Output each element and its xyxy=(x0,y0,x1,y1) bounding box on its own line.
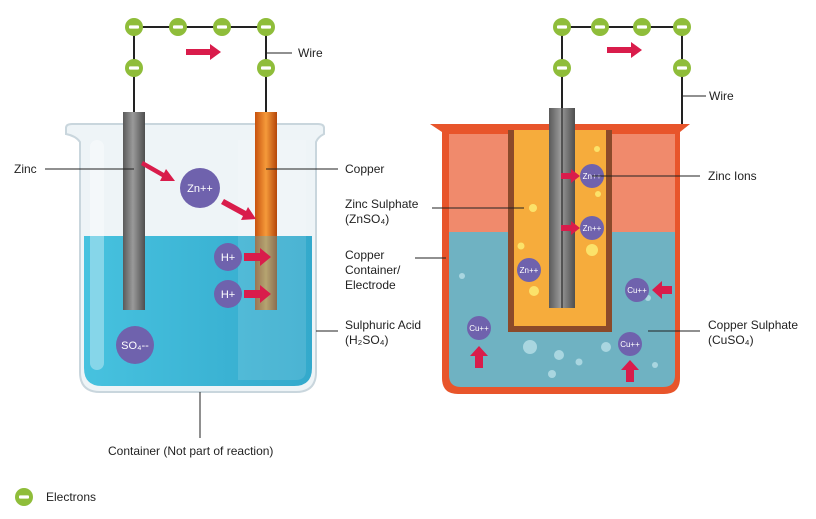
copper-container-line-1: Copper xyxy=(345,248,385,262)
electron-flow-arrow-icon xyxy=(186,44,221,60)
zinc-ion-icon xyxy=(580,216,604,240)
right-wire-label: Wire xyxy=(709,89,734,103)
sulphate-ion-label: SO₄-- xyxy=(121,340,149,352)
copper-container-line-3: Electrode xyxy=(345,278,396,292)
electron-icon xyxy=(125,59,143,77)
electron-icon xyxy=(553,59,571,77)
flow-arrow-icon xyxy=(561,221,580,235)
electron-icon xyxy=(257,18,275,36)
zinc-sulphate-formula: (ZnSO₄) xyxy=(345,212,390,226)
electron-icon xyxy=(213,18,231,36)
left-cell: Zn++ H+ H+ SO₄-- xyxy=(45,18,338,438)
copper-sulphate-formula: (CuSO₄) xyxy=(708,333,754,347)
hydrogen-ion-label: H+ xyxy=(221,252,235,264)
hydrogen-ion-label: H+ xyxy=(221,289,235,301)
electron-flow-arrow-icon xyxy=(607,42,642,58)
electron-icon xyxy=(673,59,691,77)
zinc-ion-icon xyxy=(517,258,541,282)
flow-arrow-icon xyxy=(561,169,580,183)
sulphuric-acid-name: Sulphuric Acid xyxy=(345,318,422,332)
zinc-ion-icon xyxy=(180,168,220,208)
copper-ion-icon xyxy=(625,278,649,302)
right-cell: Zn++ Zn++ Zn++ Cu++ Cu++ Cu++ xyxy=(415,18,706,394)
zinc-label: Zinc xyxy=(14,162,37,176)
electron-icon xyxy=(169,18,187,36)
electron-legend-icon xyxy=(15,488,33,506)
flow-arrow-icon xyxy=(652,281,672,299)
sulphuric-acid-formula: (H₂SO₄) xyxy=(345,333,389,347)
sulphate-ion-icon xyxy=(116,326,154,364)
electron-icon xyxy=(257,59,275,77)
electron-icon xyxy=(633,18,651,36)
copper-ion-label: Cu++ xyxy=(469,324,489,333)
hydrogen-ion-icon xyxy=(214,280,242,308)
copper-container-line-2: Container/ xyxy=(345,263,401,277)
copper-container-label: Copper Container/ Electrode xyxy=(345,248,400,293)
electron-icon xyxy=(673,18,691,36)
electron-icon xyxy=(553,18,571,36)
copper-ion-label: Cu++ xyxy=(620,340,640,349)
copper-ion-label: Cu++ xyxy=(627,286,647,295)
copper-label: Copper xyxy=(345,162,385,176)
container-label: Container (Not part of reaction) xyxy=(108,444,274,458)
flow-arrow-icon xyxy=(621,360,639,382)
flow-arrow-icon xyxy=(221,199,256,220)
copper-sulphate-name: Copper Sulphate xyxy=(708,318,799,332)
copper-ion-icon xyxy=(618,332,642,356)
zinc-ion-label: Zn++ xyxy=(583,224,602,233)
flow-arrow-icon xyxy=(141,161,175,181)
flow-arrow-icon xyxy=(244,248,271,266)
right-wire xyxy=(561,26,683,126)
copper-sulphate-label: Copper Sulphate (CuSO₄) xyxy=(708,318,798,348)
zinc-sulphate-name: Zinc Sulphate xyxy=(345,197,419,211)
left-wire-label: Wire xyxy=(298,46,323,60)
electron-icon xyxy=(591,18,609,36)
copper-ion-icon xyxy=(467,316,491,340)
hydrogen-ion-icon xyxy=(214,243,242,271)
electrons-legend-label: Electrons xyxy=(46,490,97,504)
zinc-sulphate-label: Zinc Sulphate (ZnSO₄) xyxy=(345,197,418,227)
zinc-ions-label: Zinc Ions xyxy=(708,169,757,183)
zinc-electrode xyxy=(123,112,145,310)
electron-icon xyxy=(125,18,143,36)
flow-arrow-icon xyxy=(244,285,271,303)
zinc-ion-label: Zn++ xyxy=(520,266,539,275)
zinc-ion-label: Zn++ xyxy=(187,183,213,195)
left-wire xyxy=(133,26,267,112)
sulphuric-acid-label: Sulphuric Acid (H₂SO₄) xyxy=(345,318,421,348)
flow-arrow-icon xyxy=(470,346,488,368)
